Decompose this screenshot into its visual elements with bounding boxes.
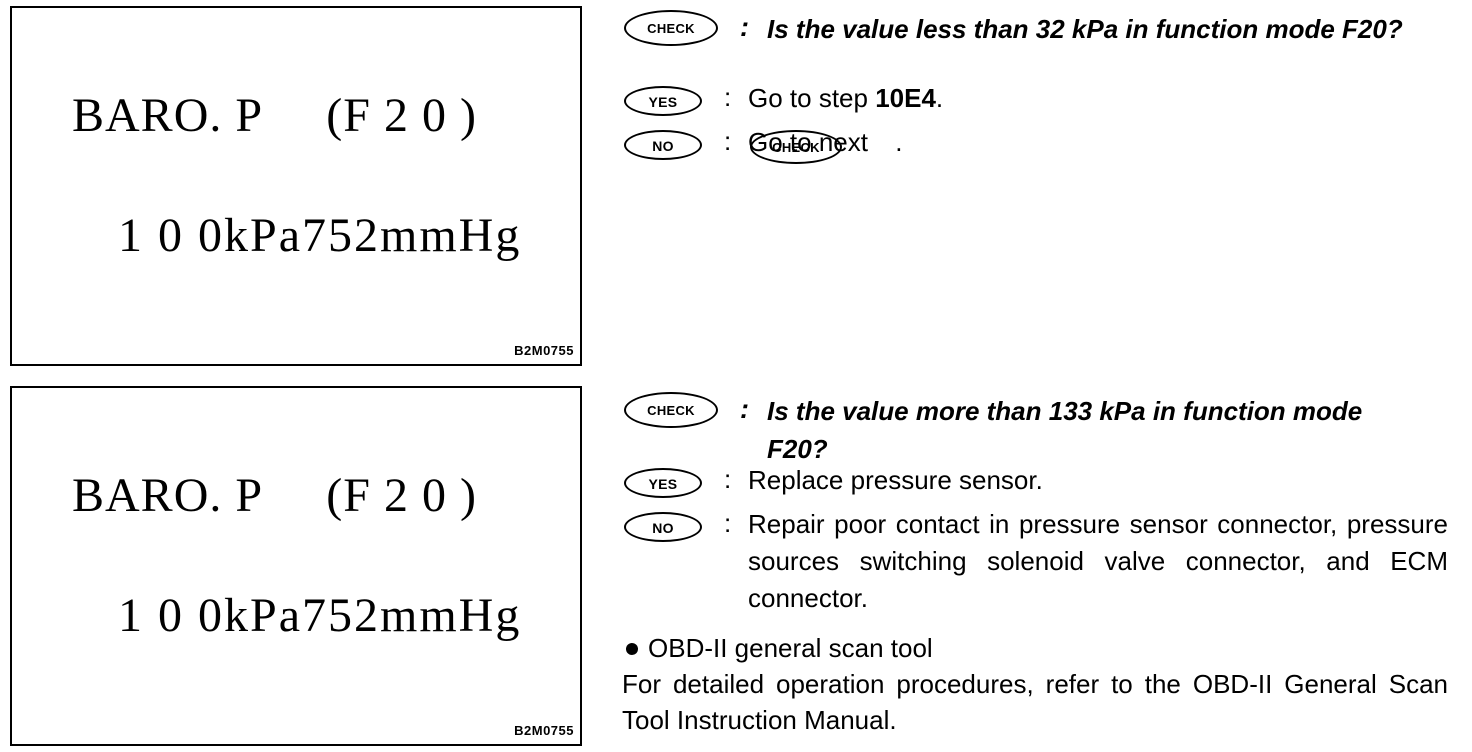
check-badge-inline: CHECK xyxy=(750,130,842,164)
no-answer: Repair poor contact in pressure sensor c… xyxy=(748,509,1448,613)
yes-row: YES : Go to step 10E4. xyxy=(622,80,1450,124)
check-question-row: CHECK : Is the value less than 32 kPa in… xyxy=(622,4,1450,80)
display-mode-label: BARO. P (F 2 0 ) xyxy=(72,469,477,522)
no-row: NO : Repair poor contact in pressure sen… xyxy=(622,506,1450,626)
no-answer: Go to next CHECK. xyxy=(748,124,903,164)
reference-note: For detailed operation procedures, refer… xyxy=(622,669,1448,735)
display-value: 1 0 0kPa752mmHg xyxy=(118,209,522,262)
bullet-item: OBD-II general scan tool xyxy=(622,630,1450,666)
no-row: NO : Go to next CHECK. xyxy=(622,124,1450,170)
colon: : xyxy=(724,508,732,538)
colon: : xyxy=(724,126,732,156)
display-mode-label: BARO. P (F 2 0 ) xyxy=(72,89,477,142)
colon: : xyxy=(724,464,732,494)
scan-display-figure-2: BARO. P (F 2 0 ) 1 0 0kPa752mmHg B2M0755 xyxy=(10,386,582,746)
check-badge: CHECK xyxy=(624,392,718,428)
figure-code: B2M0755 xyxy=(514,343,574,358)
no-badge: NO xyxy=(624,512,702,542)
no-answer-suffix: . xyxy=(895,127,903,157)
yes-badge: YES xyxy=(624,468,702,498)
scan-display-figure-1: BARO. P (F 2 0 ) 1 0 0kPa752mmHg B2M0755 xyxy=(10,6,582,366)
colon: : xyxy=(740,394,749,424)
check-question: Is the value more than 133 kPa in functi… xyxy=(767,396,1363,464)
display-value: 1 0 0kPa752mmHg xyxy=(118,589,522,642)
yes-row: YES : Replace pressure sensor. xyxy=(622,462,1450,506)
bullet-text: OBD-II general scan tool xyxy=(648,633,933,663)
step-reference: 10E4 xyxy=(875,83,936,113)
yes-answer: Replace pressure sensor. xyxy=(748,465,1043,495)
yes-badge: YES xyxy=(624,86,702,116)
check-block-1: CHECK : Is the value less than 32 kPa in… xyxy=(622,4,1450,170)
yes-answer-prefix: Go to step xyxy=(748,83,876,113)
check-badge: CHECK xyxy=(624,10,718,46)
check-question-row: CHECK : Is the value more than 133 kPa i… xyxy=(622,386,1450,464)
no-badge: NO xyxy=(624,130,702,160)
figure-code: B2M0755 xyxy=(514,723,574,738)
colon: : xyxy=(740,12,749,42)
check-question: Is the value less than 32 kPa in functio… xyxy=(767,14,1403,44)
yes-answer: Go to step 10E4. xyxy=(748,80,943,117)
yes-answer-suffix: . xyxy=(935,83,944,113)
bullet-icon xyxy=(626,643,638,655)
colon: : xyxy=(724,82,732,112)
check-block-2: CHECK : Is the value more than 133 kPa i… xyxy=(622,386,1450,738)
